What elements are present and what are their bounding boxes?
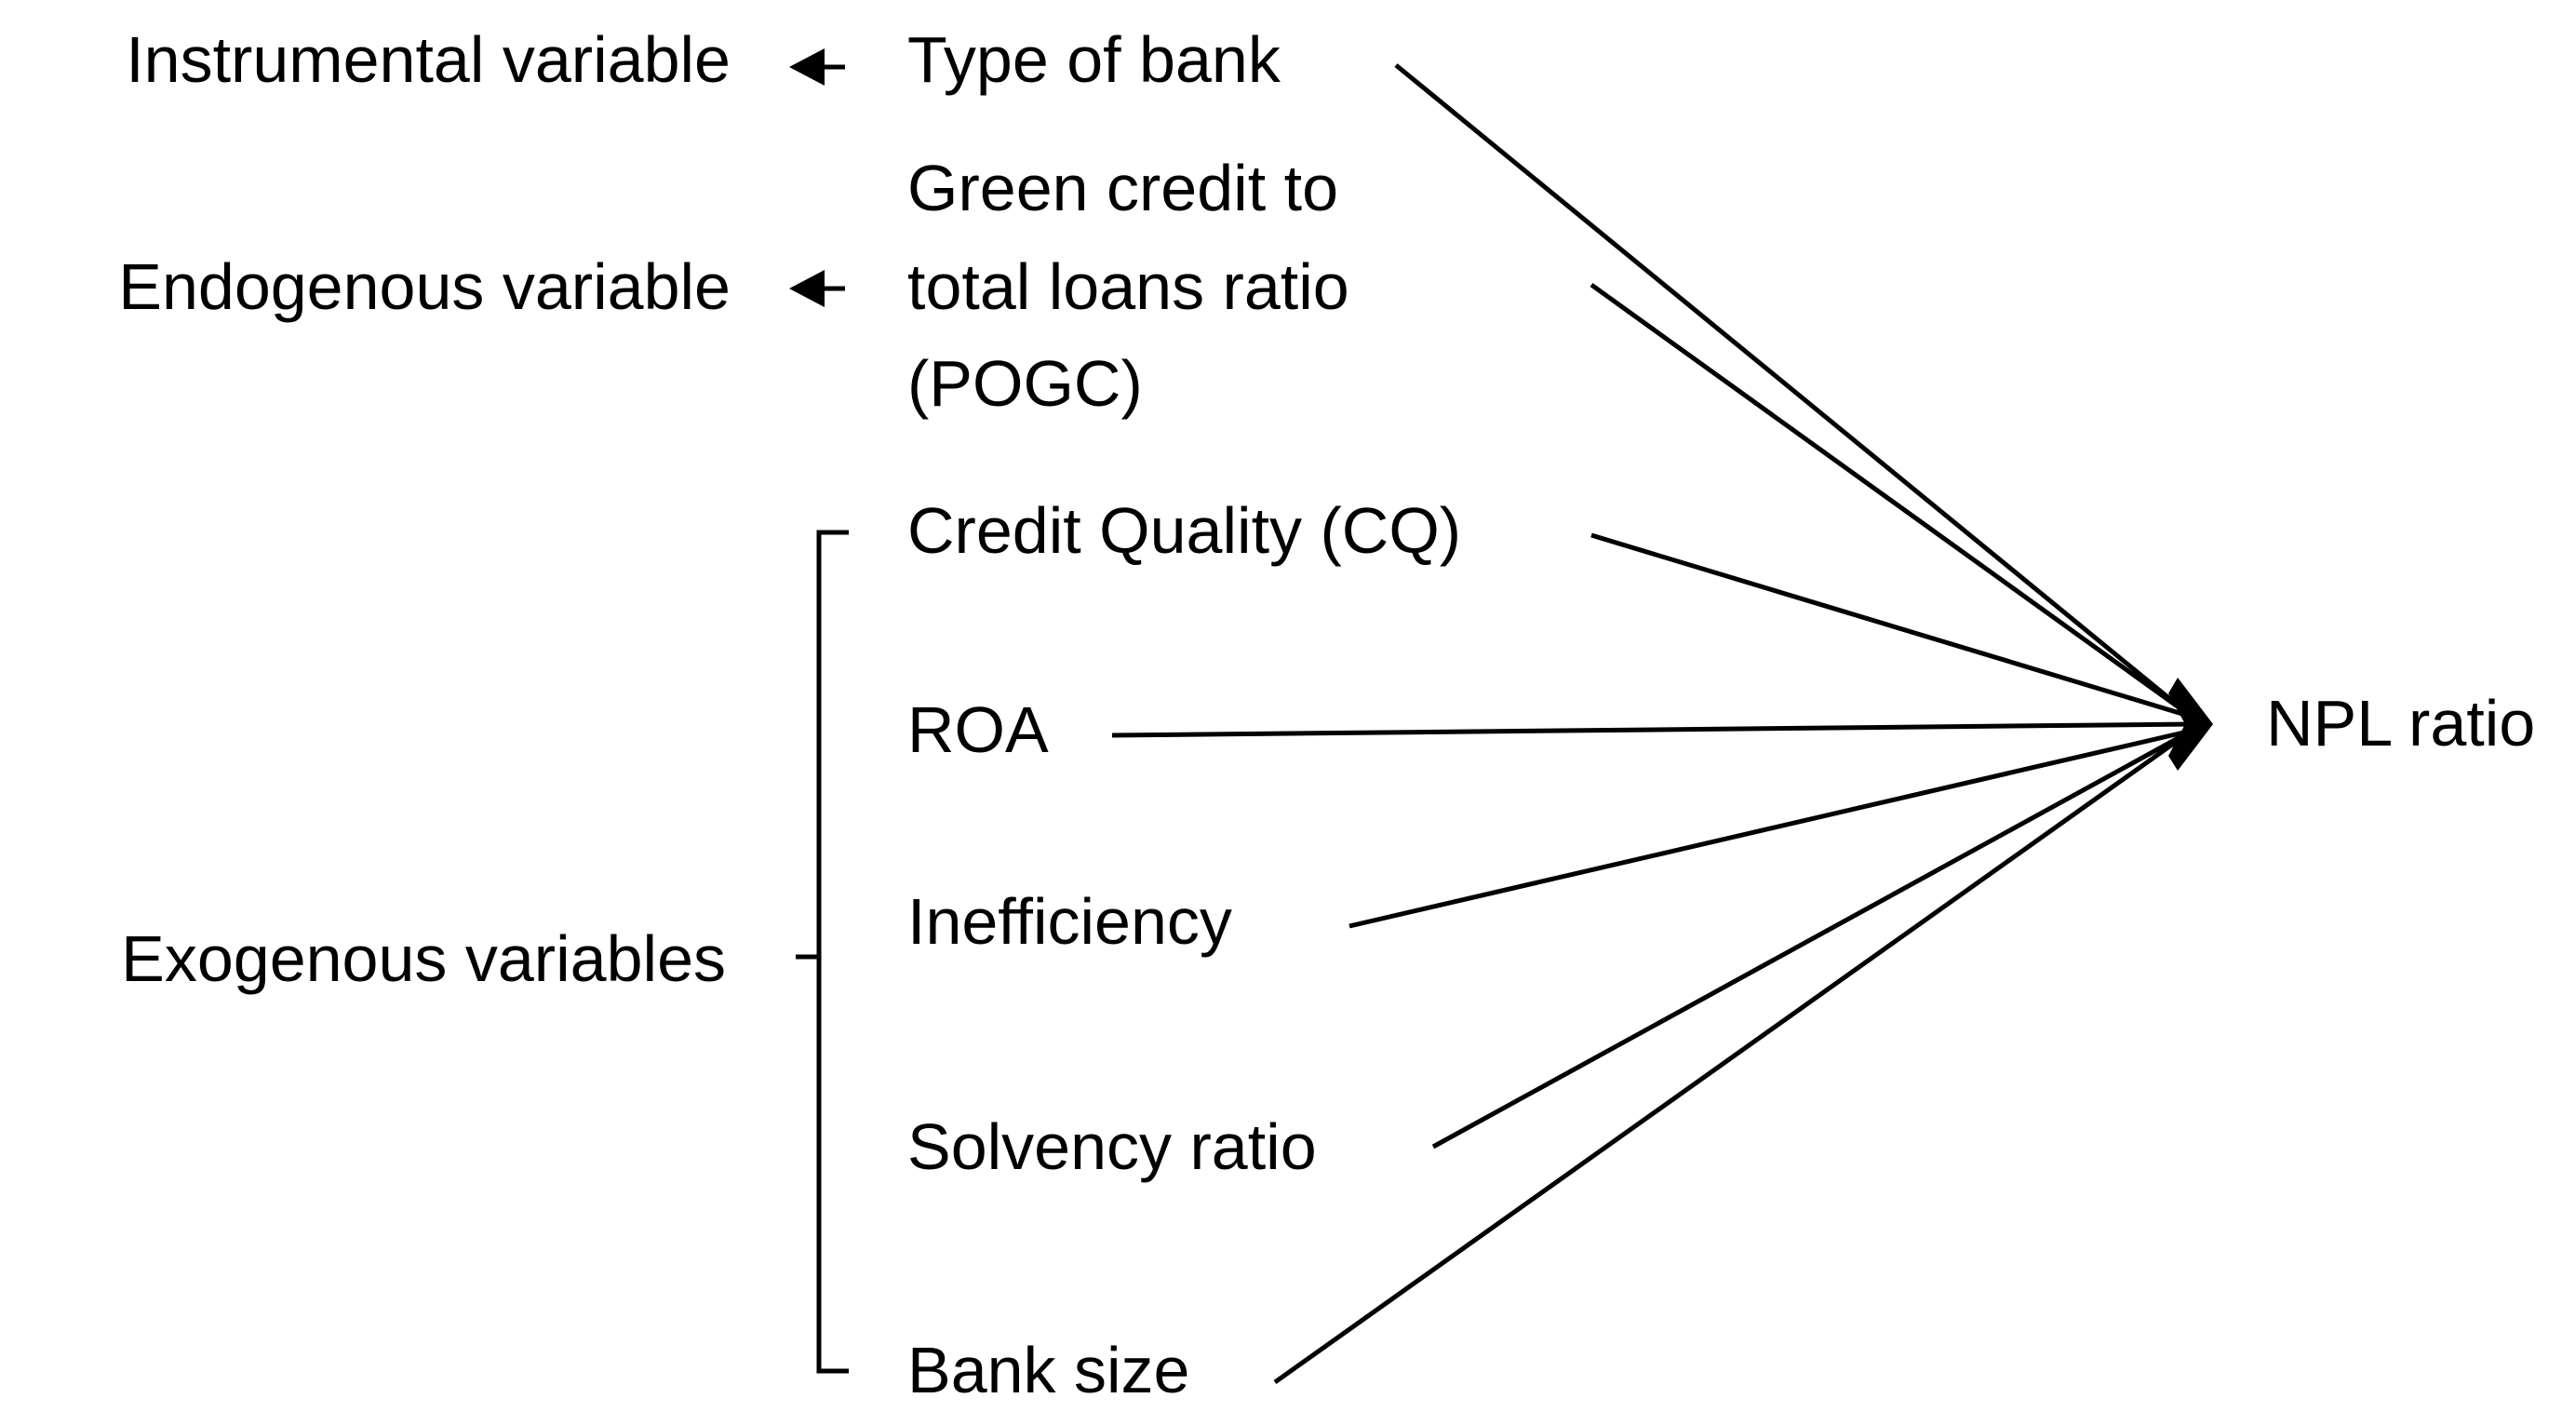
edge-bank-size-to-npl (1273, 728, 2194, 1385)
edge-pogc-to-npl (1590, 282, 2194, 719)
label-pogc-line-1: Green credit to (907, 152, 1338, 224)
label-endogenous-variable: Endogenous variable (118, 250, 731, 323)
edge-credit-quality-to-npl (1590, 532, 2193, 719)
category-arrow-instrumental (789, 48, 845, 86)
npl-arrowhead (2168, 678, 2213, 771)
edge-roa-to-npl (1111, 721, 2193, 738)
label-inefficiency: Inefficiency (907, 885, 1232, 958)
label-bank-size: Bank size (907, 1334, 1190, 1406)
category-arrow-endogenous (789, 270, 845, 307)
label-npl-ratio: NPL ratio (2266, 687, 2536, 760)
label-pogc-line-2: total loans ratio (907, 250, 1349, 323)
label-roa: ROA (907, 693, 1049, 766)
label-exogenous-variables: Exogenous variables (121, 922, 726, 995)
label-solvency-ratio: Solvency ratio (907, 1110, 1317, 1183)
label-instrumental-variable: Instrumental variable (126, 23, 731, 96)
edge-type-of-bank-to-npl (1394, 63, 2194, 719)
label-credit-quality: Credit Quality (CQ) (907, 494, 1462, 567)
edge-solvency-ratio-to-npl (1431, 728, 2194, 1149)
edge-inefficiency-to-npl (1348, 728, 2193, 929)
label-pogc-line-3: (POGC) (907, 347, 1143, 420)
exogenous-bracket (796, 530, 849, 1374)
label-type-of-bank: Type of bank (907, 23, 1281, 96)
